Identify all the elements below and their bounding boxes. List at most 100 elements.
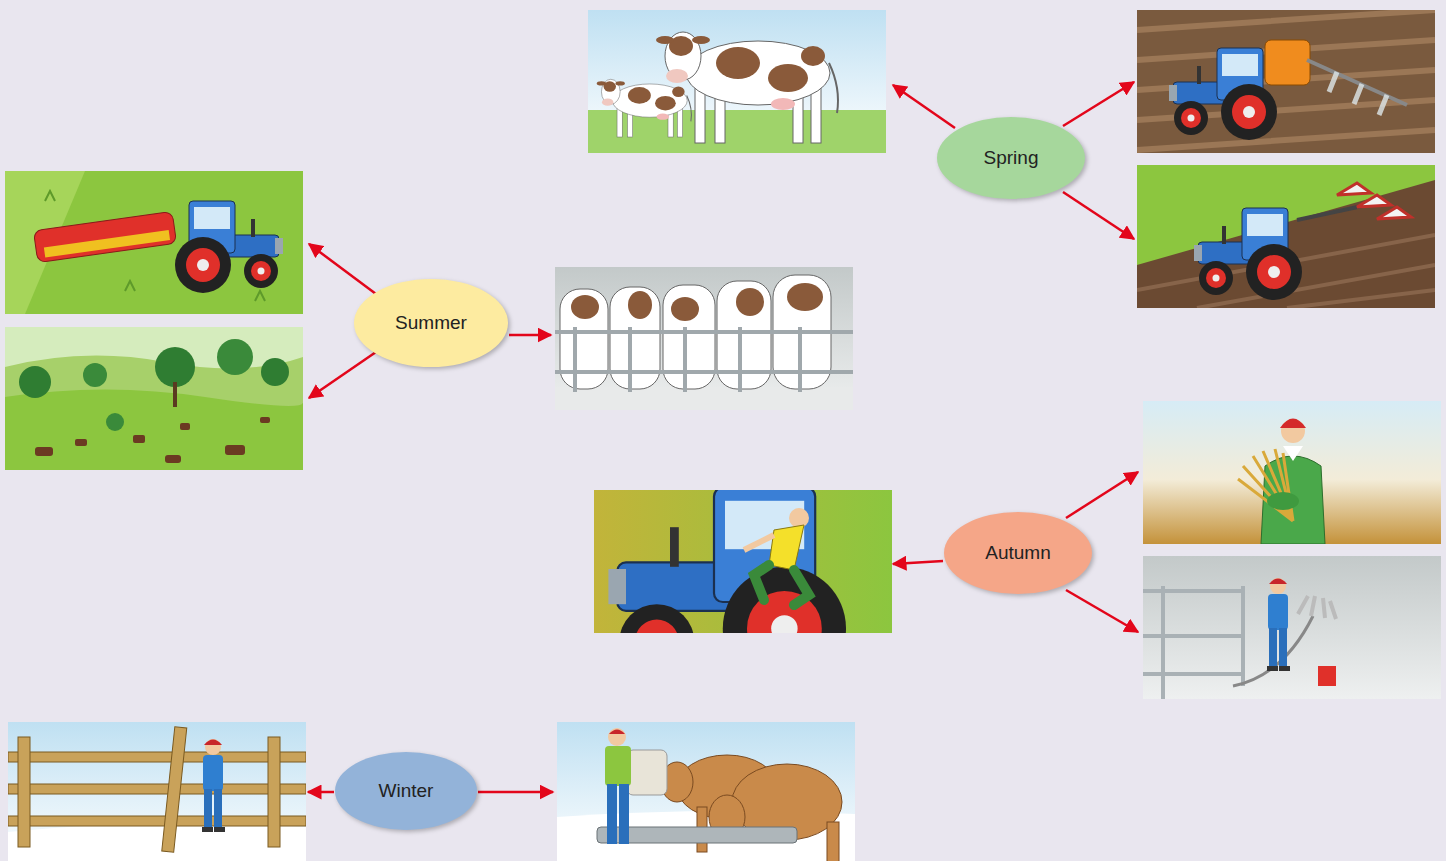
feeding-cattle-picture-part-part — [661, 755, 842, 861]
fence-repair-picture-part-part — [202, 739, 225, 832]
harvest-farmer-picture-part-part — [1267, 492, 1299, 510]
harvest-farmer-picture-part-part — [1238, 449, 1293, 521]
milking-cows-picture-part-part-part — [555, 332, 853, 372]
spraying-tractor-picture-part-part — [1329, 72, 1387, 115]
season-ellipse: Summer — [353, 278, 509, 368]
grazing-landscape-picture-part-part-part — [75, 439, 87, 446]
feeding-cattle-picture-part — [557, 722, 855, 861]
spraying-tractor-picture-part-part — [1137, 10, 1435, 150]
feeding-cattle-picture-part-part-part — [827, 822, 839, 861]
grazing-landscape-picture-part-part-part — [133, 435, 145, 443]
leader-arrows-part — [893, 561, 943, 564]
fence-repair-picture-part-part-part — [8, 784, 306, 794]
feeding-cattle-picture-part-part — [608, 728, 626, 746]
cleaning-equipment-picture-part-part — [1318, 666, 1336, 686]
ploughing-tractor-picture-part-part — [1297, 205, 1367, 220]
fence-repair-picture-part-part-part — [8, 752, 306, 762]
feeding-cattle-picture-part-part — [627, 750, 667, 795]
label-group: Winter — [379, 780, 434, 803]
spraying-tractor-picture — [1137, 10, 1435, 153]
leader-arrows-part — [478, 791, 553, 794]
fence-repair-picture-part-part-part — [8, 816, 306, 826]
ploughing-tractor-picture-part-part — [1194, 208, 1302, 300]
mowing-tractor-picture-part — [5, 171, 303, 314]
harvest-farmer-picture-part-part — [1283, 446, 1303, 461]
grazing-landscape-picture-part-part — [19, 366, 51, 398]
grazing-landscape-picture-part-part — [5, 327, 303, 470]
fence-repair-picture-part-part — [8, 727, 306, 853]
fence-repair-picture-part-part — [8, 722, 306, 861]
tractor-repair-picture-part-part — [769, 525, 804, 570]
ellipse-shape — [937, 117, 1085, 199]
harvest-farmer-picture-part-part — [1143, 401, 1441, 544]
season-label: Summer — [395, 312, 467, 335]
season-ellipse: Autumn — [943, 511, 1093, 595]
milking-cows-picture-part-part — [555, 327, 853, 392]
feeding-cattle-picture-part-part — [607, 784, 617, 844]
mowing-tractor-picture-part-part — [44, 230, 170, 257]
grazing-landscape-picture-part-part-part — [180, 423, 190, 430]
ploughing-tractor-picture-part — [1137, 165, 1435, 308]
mowing-tractor-picture-part-part — [175, 201, 283, 293]
grazing-landscape-picture-part-part — [83, 363, 107, 387]
grazing-landscape-picture-part-part-part — [35, 447, 53, 456]
season-label: Autumn — [985, 542, 1050, 565]
leader-arrows-part — [1066, 472, 1138, 518]
feeding-cattle-picture-part-part — [609, 730, 625, 735]
spraying-tractor-picture-part-part — [1137, 10, 1435, 153]
leader-arrows-part — [1066, 590, 1138, 632]
cleaning-equipment-picture-part-part-part — [1143, 586, 1243, 699]
ploughing-tractor-picture-part-part — [1137, 165, 1435, 308]
cleaning-equipment-picture — [1143, 556, 1441, 699]
grazing-landscape-picture-part-part — [5, 356, 303, 470]
milking-cows-picture-part — [555, 267, 853, 410]
tractor-repair-picture-part-part — [744, 535, 774, 550]
grazing-landscape-picture-part-part — [5, 390, 303, 471]
cleaning-equipment-picture-part-part — [1143, 586, 1243, 699]
harvest-farmer-picture-part — [1143, 401, 1441, 544]
ellipse-shape — [354, 279, 508, 367]
tractor-repair-picture-part — [594, 490, 892, 633]
season-ellipse: Winter — [334, 751, 478, 831]
leader-arrows-part — [308, 791, 334, 794]
grazing-landscape-picture — [5, 327, 303, 470]
grazing-landscape-picture-part-part — [106, 413, 124, 431]
feeding-cattle-picture-part-part — [605, 746, 631, 786]
fence-repair-picture-part-part-part — [162, 727, 187, 853]
cow-and-calf-picture-part — [588, 10, 886, 153]
grazing-landscape-picture-part-part-part — [165, 455, 181, 463]
season-label: Spring — [984, 147, 1039, 170]
milking-cows-picture — [555, 267, 853, 410]
grazing-landscape-picture-part — [5, 327, 303, 470]
fence-repair-picture-part-part-part — [268, 737, 280, 847]
ploughing-tractor-picture-part-part — [1337, 183, 1411, 219]
cow-and-calf-picture — [588, 10, 886, 153]
season-label: Winter — [379, 780, 434, 803]
milking-cows-picture-part-part — [571, 283, 823, 321]
harvest-farmer-picture — [1143, 401, 1441, 544]
leader-arrows-part — [309, 244, 376, 294]
fence-repair-picture-part-part — [8, 823, 306, 861]
grazing-landscape-picture-part-part — [217, 339, 253, 375]
milking-cows-picture-part-part-part — [736, 288, 764, 316]
mowing-tractor-picture-part-part — [33, 211, 176, 262]
fence-repair-picture-part — [8, 722, 306, 861]
harvest-farmer-picture-part-part — [1280, 419, 1306, 429]
fence-repair-picture — [8, 722, 306, 861]
mowing-tractor-picture-part-part — [5, 171, 303, 314]
leader-arrows-part — [1063, 82, 1134, 126]
season-ellipse: Spring — [936, 116, 1086, 200]
label-group: Spring — [984, 147, 1039, 170]
milking-cows-picture-part-part-part — [787, 283, 823, 311]
feeding-cattle-picture-part-part — [619, 784, 629, 844]
leader-arrows — [308, 82, 1138, 792]
grazing-landscape-picture-part-part-part — [260, 417, 270, 423]
grazing-landscape-picture-part-part — [261, 358, 289, 386]
ellipse-shape — [335, 752, 477, 830]
cleaning-equipment-picture-part-part — [1143, 556, 1441, 699]
ellipse-shape — [944, 512, 1092, 594]
cow-and-calf-picture-part-part — [597, 79, 692, 137]
cleaning-equipment-picture-part-part — [1298, 596, 1336, 619]
grazing-landscape-picture-part-part — [35, 417, 270, 463]
